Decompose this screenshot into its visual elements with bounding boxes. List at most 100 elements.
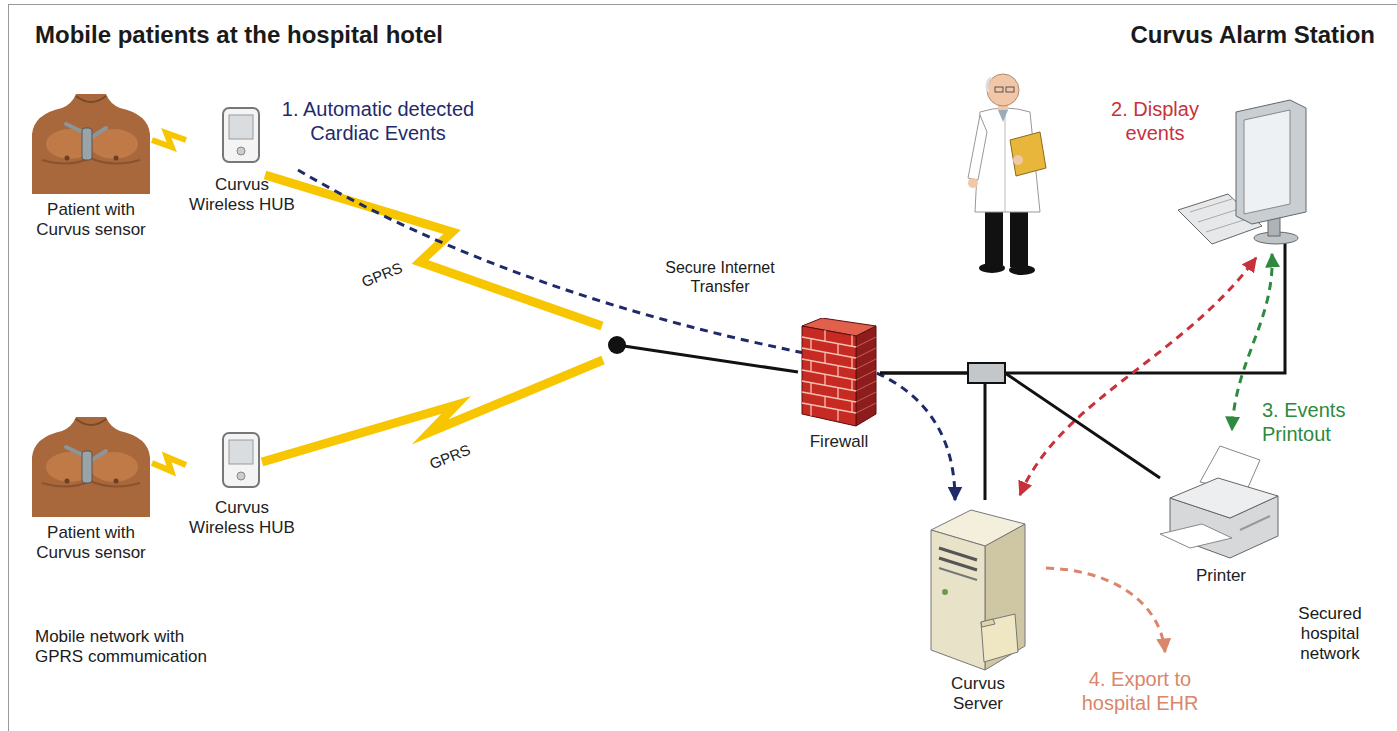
link-note-box: Secure Internet Transfer (645, 258, 795, 296)
doctor-figure-part (1005, 112, 1006, 212)
patient-icon-part (32, 417, 150, 517)
network-wire-part (1005, 240, 1285, 373)
event-flow-arrow (298, 170, 955, 500)
firewall-icon-part (851, 379, 852, 390)
node-caption: Patient with Curvus sensor (30, 200, 152, 240)
frame (9, 5, 1397, 731)
patient-figure: Patient with Curvus sensor (30, 415, 152, 567)
patient-icon-part (65, 156, 70, 161)
network-note: Mobile network with GPRS commumication (35, 627, 235, 667)
network-note: Secured hospital network (1282, 604, 1378, 664)
patient-icon (32, 417, 150, 517)
node-caption: Curvus Wireless HUB (186, 498, 298, 538)
network-switch-part (968, 363, 1005, 383)
diagram-title-box: Mobile patients at the hospital hotel (35, 20, 595, 49)
node-caption: Printer (1160, 566, 1282, 586)
firewall-icon-part (856, 359, 876, 369)
firewall-icon-part (810, 361, 811, 372)
section-heading: Curvus Alarm Station (1045, 20, 1375, 49)
firewall-icon-part (856, 348, 876, 358)
hub-icon-part (237, 147, 245, 155)
firewall-icon-part (837, 366, 838, 377)
patient-icon-part (76, 96, 106, 102)
firewall-icon-part (856, 326, 876, 426)
firewall-icon-part (856, 337, 876, 347)
firewall-icon-part (856, 392, 876, 402)
server-icon-part (931, 530, 985, 670)
computer-icon-part (1244, 110, 1290, 214)
firewall-icon-part (851, 357, 852, 368)
firewall-icon (798, 318, 880, 428)
firewall-icon-part (810, 339, 811, 350)
doctor-figure (968, 74, 1046, 275)
gprs-bolt-part (265, 175, 602, 326)
firewall-icon-part (810, 405, 811, 416)
firewall-icon-part (837, 410, 838, 421)
firewall-icon-part (824, 374, 825, 385)
printer-icon-part (1160, 524, 1232, 548)
doctor-figure-part (987, 74, 1019, 106)
edge-label: 1. Automatic detected Cardiac Events (258, 97, 498, 145)
step-label: 3. Events Printout (1262, 398, 1372, 446)
doctor-figure-part (987, 78, 991, 92)
printer-icon (1160, 438, 1282, 560)
computer-icon (1178, 100, 1306, 244)
firewall-icon-part (802, 348, 856, 358)
node-caption: Curvus Server (938, 674, 1018, 714)
network-wire (608, 240, 1285, 373)
server-box: Curvus Server (915, 500, 1040, 718)
patient-icon-part (82, 451, 92, 483)
server-icon-part (939, 548, 977, 560)
printer-icon-part (1240, 516, 1270, 530)
firewall-icon-part (802, 337, 856, 347)
doctor-figure-part (968, 115, 987, 180)
network-wire-part (608, 336, 626, 354)
firewall-icon-part (802, 403, 856, 413)
firewall-icon-part (837, 388, 838, 399)
hub-icon (222, 432, 260, 488)
patient-icon-part (46, 452, 94, 482)
doctor-figure-part (1009, 265, 1035, 275)
printer-box: Printer (1160, 438, 1282, 594)
computer-icon-part (1236, 100, 1306, 224)
gprs-label-box: GPRS (351, 255, 413, 294)
patient-icon-part (114, 479, 119, 484)
doctor-figure-part (968, 178, 978, 188)
hub-icon (222, 107, 260, 163)
network-note-box: Secured hospital network (1282, 604, 1378, 664)
patient-icon-part (32, 94, 150, 194)
firewall-icon-part (802, 392, 856, 402)
firewall-icon-part (802, 381, 856, 391)
firewall-box: Firewall (798, 318, 880, 458)
network-wire-part (617, 345, 798, 372)
gprs-bolt-part (262, 360, 603, 462)
doctor-figure-part (979, 263, 1005, 273)
hub-device: Curvus Wireless HUB (186, 430, 298, 542)
doctor-figure-part (1006, 87, 1014, 92)
link-note: Secure Internet Transfer (645, 258, 795, 296)
wireless-link (152, 457, 186, 471)
firewall-icon-part (824, 330, 825, 341)
hub-device: Curvus Wireless HUB (186, 105, 298, 223)
wireless-link (152, 133, 186, 147)
flow-arrow-part (1046, 568, 1165, 652)
patient-icon-part (46, 129, 94, 159)
server-icon-part (981, 619, 995, 627)
patient-icon-part (65, 479, 70, 484)
node-caption: Firewall (798, 432, 880, 452)
patient-icon-part (114, 156, 119, 161)
network-wire (880, 373, 985, 500)
hub-icon-part (223, 108, 259, 162)
step-label-box: 4. Export to hospital EHR (1065, 667, 1215, 715)
firewall-icon-part (802, 359, 856, 369)
computer-icon-part (1198, 208, 1242, 222)
firewall-icon-part (851, 401, 852, 412)
doctor-figure-part (998, 110, 1008, 122)
firewall-icon-part (824, 396, 825, 407)
printer-icon-part (1170, 478, 1278, 518)
server-icon-part (942, 589, 948, 595)
server-icon-part (981, 614, 1018, 662)
hub-icon-part (229, 440, 253, 464)
server-icon (925, 500, 1030, 672)
